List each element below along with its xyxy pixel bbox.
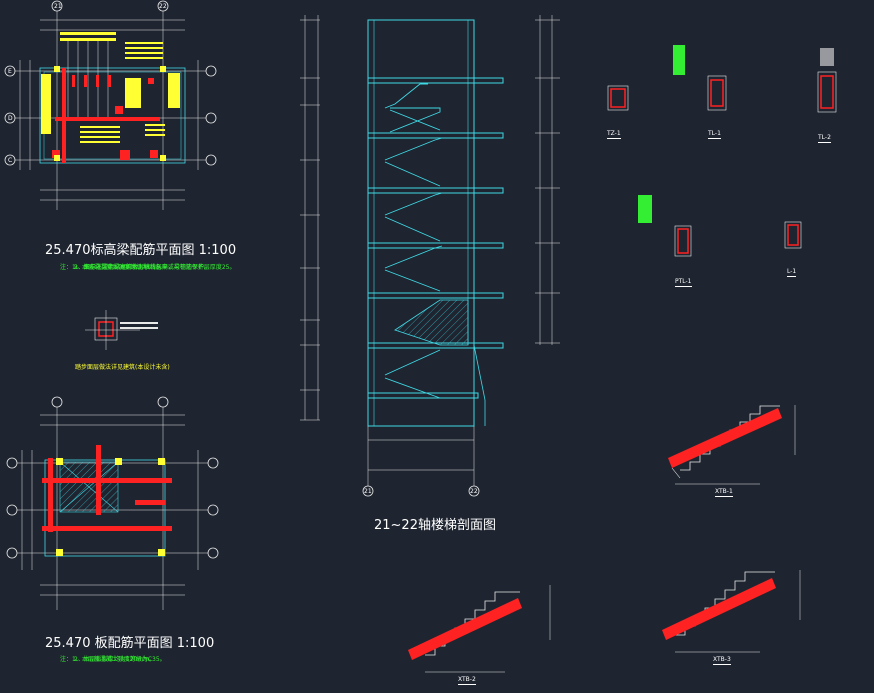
axis-label-section-21: 21: [364, 488, 372, 495]
xtb2-label: XTB-2: [458, 676, 476, 685]
xtb3-label: XTB-3: [713, 656, 731, 665]
plan-bottom-title: 25.470 板配筋平面图 1:100: [45, 636, 215, 651]
stair-slabs: [408, 405, 801, 673]
plan-top-title: 25.470标高梁配筋平面图 1:100: [45, 243, 237, 258]
axis-label-top-22: 22: [159, 3, 167, 10]
note-line: 2、图中未注明梁定位均为轴线居中或与柱边平齐。: [74, 264, 210, 271]
note-line: 2、本层板板厚均为120mm。: [74, 656, 155, 663]
note-line: 注：1、本层梁混凝土强度等级为C35。: [60, 264, 166, 271]
axis-label-d: D: [8, 115, 13, 122]
beam-plan-top: [4, 0, 217, 210]
axis-label-section-22: 22: [470, 488, 478, 495]
tl1-label: TL-1: [708, 130, 721, 139]
axis-label-top-21: 21: [54, 3, 62, 10]
stair-section: [300, 15, 560, 497]
section-title: 21~22轴楼梯剖面图: [374, 518, 496, 533]
tl2-label: TL-2: [818, 134, 831, 143]
xtb1-label: XTB-1: [715, 488, 733, 497]
l1-label: L-1: [787, 268, 797, 277]
details-right: [607, 45, 837, 257]
axis-label-e: E: [8, 68, 12, 75]
ptl1-label: PTL-1: [675, 278, 692, 287]
slab-plan-bottom: [6, 396, 219, 610]
note-line: 3、未标注梁顶标高同本层结构标高，梁钢筋保护层厚度25。: [74, 264, 236, 271]
note-line: 注：1、本层板混凝土强度等级为C35。: [60, 656, 166, 663]
stair-detail-small: [85, 310, 158, 350]
tz1-label: TZ-1: [607, 130, 621, 139]
axis-label-c: C: [8, 157, 13, 164]
stair-note: 踏步面层做法详见建筑(本设计未含): [75, 364, 170, 371]
